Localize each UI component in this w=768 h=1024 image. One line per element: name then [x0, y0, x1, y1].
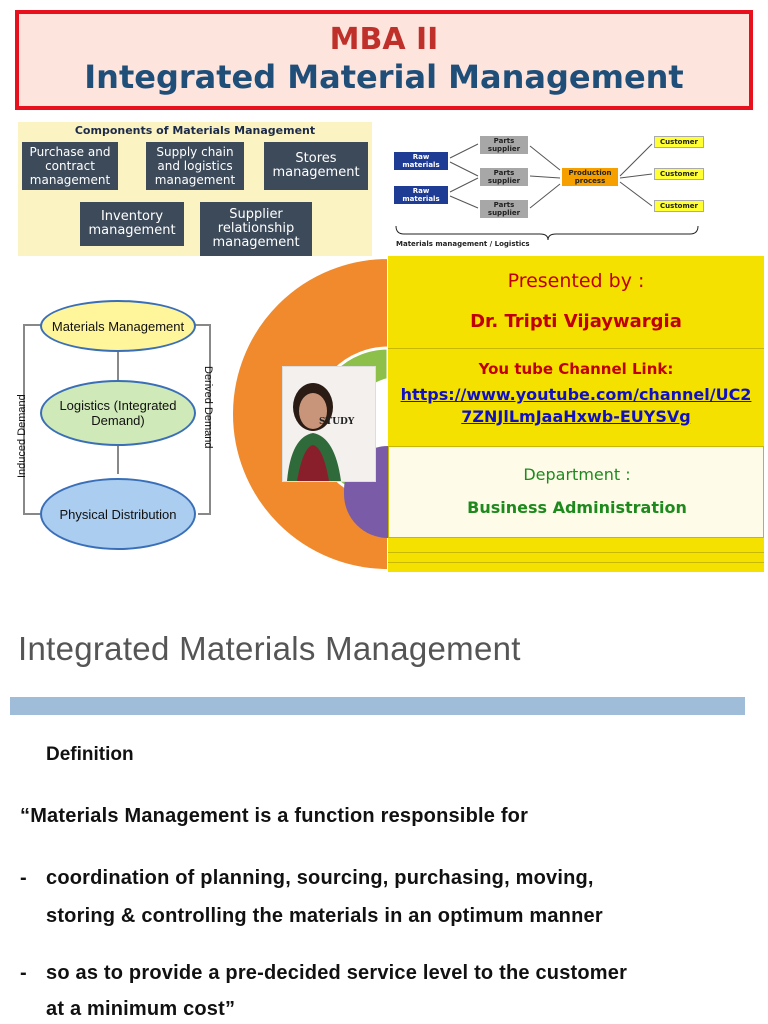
logistics-node: Logistics (Integrated Demand) — [40, 380, 196, 446]
bullet-dash-1: - — [20, 867, 27, 889]
photo-overlay-text: STUDY — [319, 417, 355, 427]
parts-supplier-3: Parts supplier — [480, 200, 528, 218]
department-box: Department : Business Administration — [388, 446, 764, 538]
title-line-2: Integrated Material Management — [84, 58, 684, 96]
components-panel: Components of Materials Management Purch… — [18, 122, 372, 256]
bullet-2-line-1: so as to provide a pre-decided service l… — [46, 962, 628, 984]
flow-arrows — [395, 143, 699, 241]
component-stores: Stores management — [264, 142, 368, 190]
section-heading: Integrated Materials Management — [18, 630, 521, 667]
department-name: Business Administration — [467, 498, 687, 517]
component-purchase: Purchase and contract management — [22, 142, 118, 190]
youtube-label: You tube Channel Link: — [478, 360, 674, 378]
physical-distribution-node: Physical Distribution — [40, 478, 196, 550]
parts-supplier-1: Parts supplier — [480, 136, 528, 154]
flow-caption: Materials management / Logistics — [396, 240, 530, 248]
raw-materials-2: Raw materials — [394, 186, 448, 204]
hierarchy-connectors — [23, 324, 211, 515]
materials-management-node: Materials Management — [40, 300, 196, 352]
panel-bottom-rule-1 — [388, 552, 764, 553]
heading-underline-bar — [10, 697, 745, 715]
definition-quote-line: “Materials Management is a function resp… — [20, 805, 529, 827]
panel-bottom-rule-2 — [388, 562, 764, 563]
component-supplier: Supplier relationship management — [200, 202, 312, 256]
presenter-name: Dr. Tripti Vijaywargia — [470, 311, 682, 332]
customer-3: Customer — [654, 200, 704, 212]
bullet-1-line-1: coordination of planning, sourcing, purc… — [46, 867, 594, 889]
panel-divider — [388, 348, 764, 349]
demand-hierarchy-diagram: Materials Management Logistics (Integrat… — [16, 290, 228, 560]
component-supply-chain: Supply chain and logistics management — [146, 142, 244, 190]
department-label: Department : — [523, 465, 631, 484]
customer-1: Customer — [654, 136, 704, 148]
production-process: Production process — [562, 168, 618, 186]
components-title: Components of Materials Management — [74, 124, 316, 137]
parts-supplier-2: Parts supplier — [480, 168, 528, 186]
derived-demand-label: Derived Demand — [202, 366, 214, 449]
bullet-1-line-2: storing & controlling the materials in a… — [46, 905, 603, 927]
bullet-2-line-2: at a minimum cost” — [46, 998, 236, 1020]
raw-materials-1: Raw materials — [394, 152, 448, 170]
title-line-1: MBA II — [329, 22, 439, 57]
flow-diagram: Raw materials Raw materials Parts suppli… — [390, 126, 710, 254]
bullet-dash-2: - — [20, 962, 27, 984]
customer-2: Customer — [654, 168, 704, 180]
component-inventory: Inventory management — [80, 202, 184, 246]
title-banner: MBA II Integrated Material Management — [15, 10, 753, 110]
presented-by-label: Presented by : — [507, 270, 645, 292]
youtube-channel-link[interactable]: https://www.youtube.com/channel/UC27ZNJl… — [400, 385, 752, 426]
definition-label: Definition — [46, 744, 134, 765]
presenter-photo: STUDY — [282, 366, 376, 482]
presenter-portrait-icon — [287, 383, 341, 481]
induced-demand-label: Induced Demand — [16, 394, 28, 478]
